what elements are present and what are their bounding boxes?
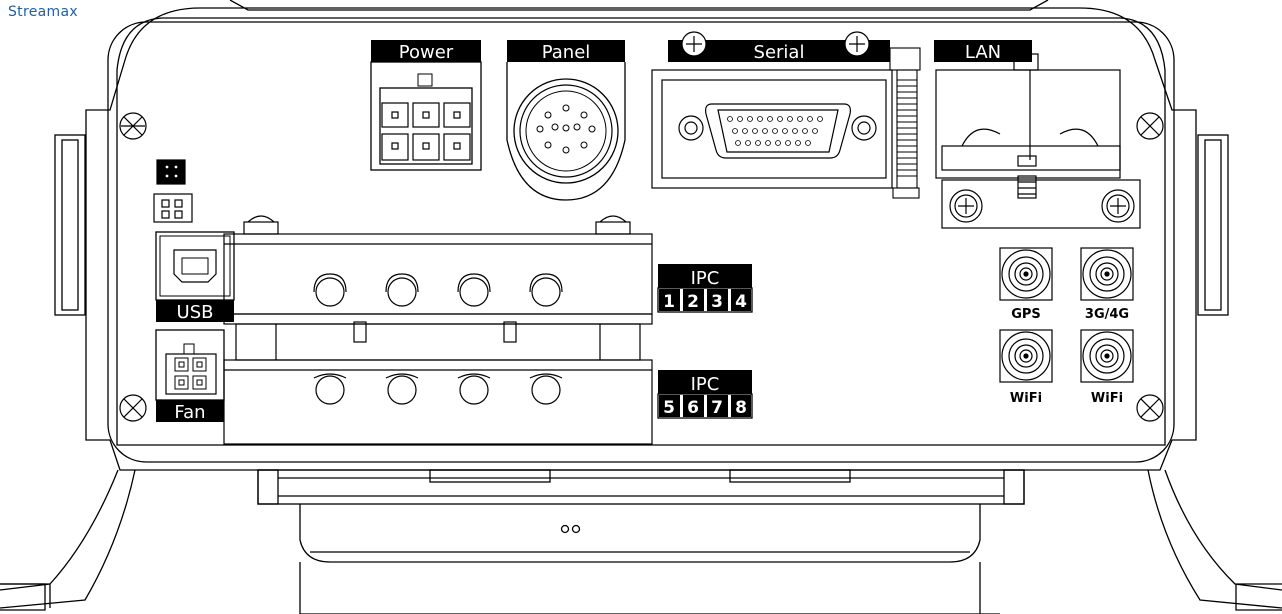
ipc-label-bottom: IPC 5 6 7 8	[657, 370, 753, 419]
cellular-label: 3G/4G	[1085, 307, 1129, 322]
jumper-block-bottom	[153, 193, 193, 223]
power-label: Power	[399, 42, 454, 63]
wifi-antenna-port-1[interactable]	[999, 329, 1053, 383]
corner-screw-bottom-right	[1136, 394, 1164, 422]
usb-port[interactable]: USB	[155, 231, 235, 323]
ipc-num-7: 7	[711, 398, 723, 418]
ipc-num-2: 2	[687, 292, 699, 312]
power-port[interactable]: Power	[370, 40, 482, 171]
serial-label: Serial	[754, 42, 805, 63]
left-leg	[0, 469, 136, 609]
housing-outer	[85, 7, 1197, 471]
bottom-tray-slot-right	[729, 469, 851, 483]
housing-face-border	[107, 21, 1175, 463]
ipc-label-top: IPC 1 2 3 4	[657, 264, 753, 313]
right-flange	[1197, 134, 1229, 316]
ipc-num-6: 6	[687, 398, 699, 418]
serial-port[interactable]: Serial	[651, 31, 921, 199]
bottom-tray-body	[299, 504, 981, 563]
panel-label: Panel	[542, 42, 591, 63]
right-flange-inner	[1204, 139, 1222, 311]
jumper-block-top	[156, 159, 186, 185]
gps-label: GPS	[1011, 307, 1041, 322]
ipc-ports-5-8[interactable]	[313, 373, 563, 405]
cellular-antenna-port[interactable]	[1080, 247, 1134, 301]
fan-label: Fan	[174, 402, 205, 423]
gps-antenna-port[interactable]	[999, 247, 1053, 301]
bottom-tray-sides	[299, 562, 981, 614]
tray-hole-a	[560, 524, 570, 534]
wifi-label-1: WiFi	[1010, 391, 1042, 406]
ipc-connector-block	[223, 215, 653, 445]
corner-screw-top-right	[1136, 112, 1164, 140]
ipc-top-title: IPC	[691, 268, 720, 289]
usb-label: USB	[177, 302, 214, 323]
right-leg	[1147, 469, 1282, 609]
right-foot	[1235, 583, 1282, 611]
tray-hole-b	[571, 524, 581, 534]
left-foot	[0, 583, 46, 611]
ipc-ports-1-4[interactable]	[313, 273, 563, 307]
brand-logo: Streamax	[8, 4, 78, 20]
corner-screw-bottom-left	[119, 394, 147, 422]
bottom-tray-rail-left	[257, 469, 279, 505]
corner-screw-top-left	[119, 112, 147, 140]
panel-port[interactable]: Panel	[506, 40, 626, 201]
left-flange	[54, 134, 86, 316]
fan-port[interactable]: Fan	[155, 329, 225, 423]
ipc-bottom-title: IPC	[691, 374, 720, 395]
ipc-num-8: 8	[735, 398, 747, 418]
bottom-tray-rail-right	[1003, 469, 1025, 505]
ipc-num-5: 5	[663, 398, 675, 418]
wifi-label-2: WiFi	[1091, 391, 1123, 406]
housing-inner-face	[116, 17, 1166, 446]
ipc-num-1: 1	[663, 292, 675, 312]
ipc-num-3: 3	[711, 292, 723, 312]
lan-port[interactable]: LAN	[934, 40, 1141, 229]
left-flange-inner	[61, 139, 79, 311]
bottom-tray-rail	[257, 469, 1025, 505]
lan-label: LAN	[965, 42, 1001, 63]
bottom-tray-slot-left	[429, 469, 551, 483]
wifi-antenna-port-2[interactable]	[1080, 329, 1134, 383]
ipc-num-4: 4	[735, 292, 747, 312]
top-bracket-left	[229, 0, 1049, 11]
